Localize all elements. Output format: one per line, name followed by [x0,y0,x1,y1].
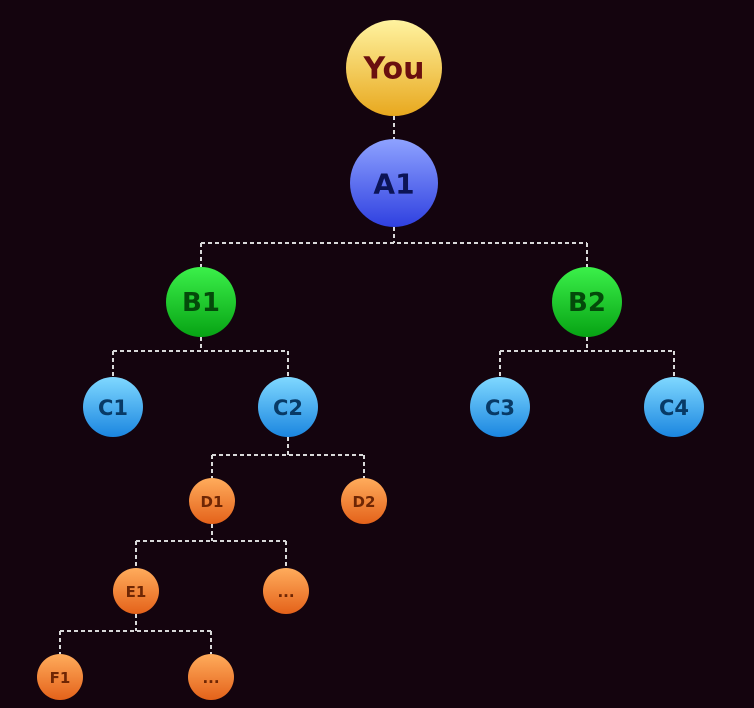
node-b2-circle [552,267,622,337]
node-f2-label: ... [202,669,219,687]
node-c2: C2 [258,377,318,437]
node-c1-label: C1 [98,396,128,420]
node-d2: D2 [341,478,387,524]
node-c2-label: C2 [273,396,303,420]
node-c1-circle [83,377,143,437]
node-e1-label: E1 [126,583,147,601]
node-b1: B1 [166,267,236,337]
node-e2-circle [263,568,309,614]
node-c3-label: C3 [485,396,515,420]
node-a1: A1 [350,139,438,227]
node-d1-circle [189,478,235,524]
node-b2-label: B2 [568,288,606,318]
node-b1-circle [166,267,236,337]
node-f1: F1 [37,654,83,700]
node-you-label: You [363,52,425,87]
node-a1-circle [350,139,438,227]
node-d1-label: D1 [201,493,224,511]
node-f1-circle [37,654,83,700]
node-b2: B2 [552,267,622,337]
node-e1-circle [113,568,159,614]
node-b1-label: B1 [182,288,220,318]
node-c3: C3 [470,377,530,437]
node-c4-label: C4 [659,396,689,420]
node-f1-label: F1 [50,669,71,687]
node-c1: C1 [83,377,143,437]
node-d1: D1 [189,478,235,524]
node-e2: ... [263,568,309,614]
node-e2-label: ... [277,583,294,601]
node-c2-circle [258,377,318,437]
node-f2: ... [188,654,234,700]
connector-lines [59,116,675,654]
node-you-circle [346,20,442,116]
node-e1: E1 [113,568,159,614]
node-d2-label: D2 [353,493,376,511]
node-you: You [346,20,442,116]
node-c4-circle [644,377,704,437]
node-c4: C4 [644,377,704,437]
node-c3-circle [470,377,530,437]
node-d2-circle [341,478,387,524]
node-a1-label: A1 [373,168,414,201]
node-f2-circle [188,654,234,700]
